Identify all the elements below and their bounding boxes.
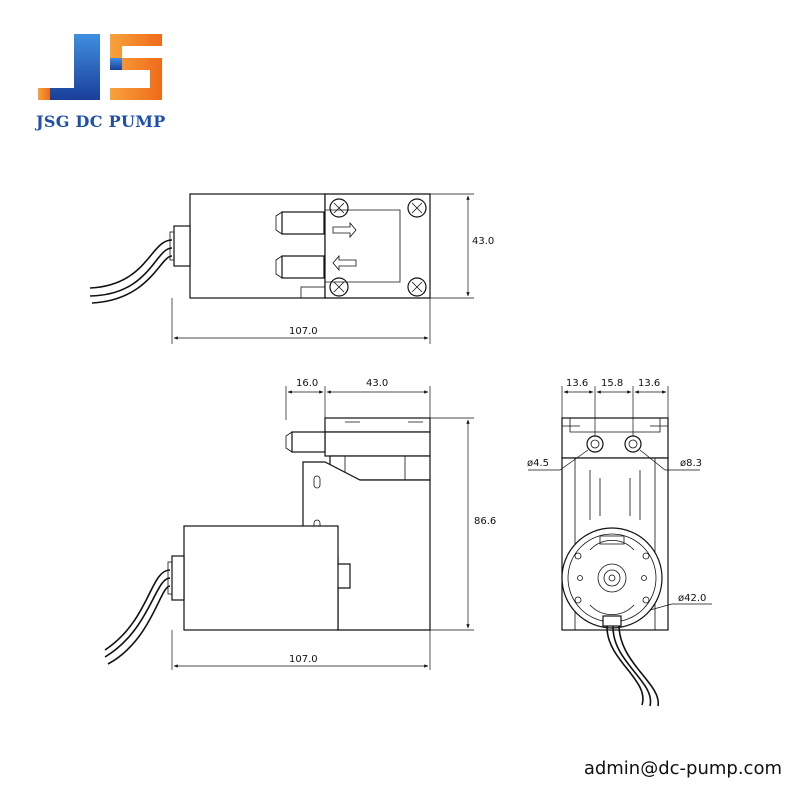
logo-j-foot <box>38 88 50 100</box>
logo-s-shape <box>110 34 162 100</box>
end-view <box>561 417 669 707</box>
logo-j-stem <box>48 34 100 100</box>
logo-s-accent <box>110 58 122 70</box>
end-center-dim: 15.8 <box>601 378 623 389</box>
end-right-dim: 13.6 <box>638 378 660 389</box>
side-height-dim: 86.6 <box>474 516 496 527</box>
jsg-logo <box>38 34 162 100</box>
end-view-dimensions <box>528 386 712 611</box>
top-view <box>89 193 431 304</box>
end-left-dim: 13.6 <box>566 378 588 389</box>
top-length-dim: 107.0 <box>289 326 318 337</box>
side-head-width-dim: 43.0 <box>366 378 388 389</box>
outlet-diameter-label: ø8.3 <box>680 458 702 469</box>
side-view-dimensions <box>171 386 474 670</box>
motor-diameter-label: ø42.0 <box>678 593 706 604</box>
side-length-dim: 107.0 <box>289 654 318 665</box>
side-view <box>104 417 431 665</box>
top-height-dim: 43.0 <box>472 236 494 247</box>
top-view-dimensions <box>171 193 474 344</box>
side-offset-dim: 16.0 <box>296 378 318 389</box>
brand-name: JSG DC PUMP <box>36 112 166 131</box>
contact-email-link[interactable]: admin@dc-pump.com <box>583 758 782 779</box>
inlet-diameter-label: ø4.5 <box>527 458 549 469</box>
